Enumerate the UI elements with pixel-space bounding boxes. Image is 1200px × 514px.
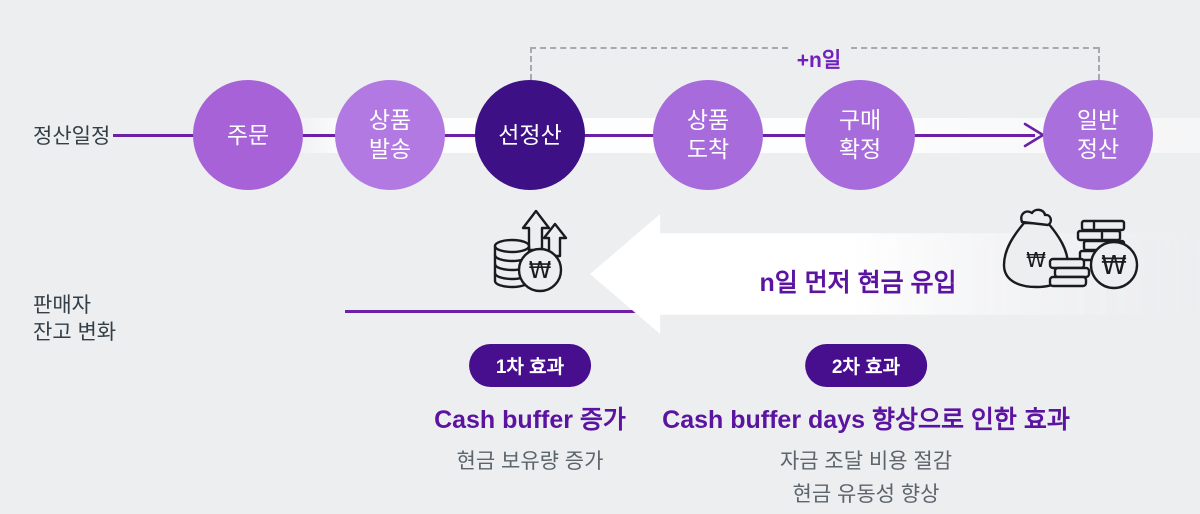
step-label: 일반 <box>1076 107 1120 133</box>
step-advance-settlement: 선정산 <box>475 80 585 190</box>
secondary-effect-detail-line: 현금 유동성 향상 <box>792 483 940 506</box>
settlement-schedule-label: 정산일정 <box>33 125 111 148</box>
dashed-bracket-top-right <box>851 47 1099 49</box>
secondary-effect-badge: 2차 효과 <box>804 344 928 387</box>
coin-stack-increase-icon: ₩ <box>493 209 568 293</box>
seller-balance-line <box>345 310 660 313</box>
seller-label-line: 잔고 변화 <box>33 321 117 344</box>
primary-effect-block: 1차 효과 Cash buffer 증가 현금 보유량 증가 <box>434 344 626 478</box>
n-day-label: +n일 <box>796 49 842 72</box>
secondary-effect-detail-line: 자금 조달 비용 절감 <box>779 450 953 473</box>
dashed-bracket-left <box>530 47 532 80</box>
secondary-effect-block: 2차 효과 Cash buffer days 향상으로 인한 효과 자금 조달 … <box>662 344 1070 511</box>
primary-effect-detail: 현금 보유량 증가 <box>456 450 604 473</box>
seller-label-line: 판매자 <box>33 294 91 317</box>
money-bag-icon: ₩ ₩ <box>1002 208 1139 290</box>
step-label: 발송 <box>368 136 412 162</box>
won-symbol: ₩ <box>1101 251 1127 281</box>
step-label: 정산 <box>1076 136 1120 162</box>
cash-inflow-text: n일 먼저 현금 유입 <box>759 269 957 297</box>
secondary-effect-title: Cash buffer days 향상으로 인한 효과 <box>662 406 1070 434</box>
dashed-bracket-top-left <box>530 47 788 49</box>
seller-balance-label: 판매자 잔고 변화 <box>33 292 116 346</box>
won-symbol: ₩ <box>1026 248 1046 272</box>
step-order: 주문 <box>193 80 303 190</box>
primary-effect-title: Cash buffer 증가 <box>434 406 626 434</box>
primary-effect-badge: 1차 효과 <box>468 344 592 387</box>
step-label: 주문 <box>226 121 270 148</box>
step-label: 확정 <box>838 136 882 162</box>
secondary-effect-detail: 자금 조달 비용 절감 현금 유동성 향상 <box>662 445 1070 511</box>
dashed-bracket-right <box>1098 47 1100 80</box>
won-symbol: ₩ <box>529 258 552 284</box>
step-label: 상품 <box>368 107 412 133</box>
step-label: 구매 <box>838 107 882 133</box>
step-label: 도착 <box>686 136 730 162</box>
step-label: 상품 <box>686 107 730 133</box>
step-label: 선정산 <box>498 121 562 148</box>
